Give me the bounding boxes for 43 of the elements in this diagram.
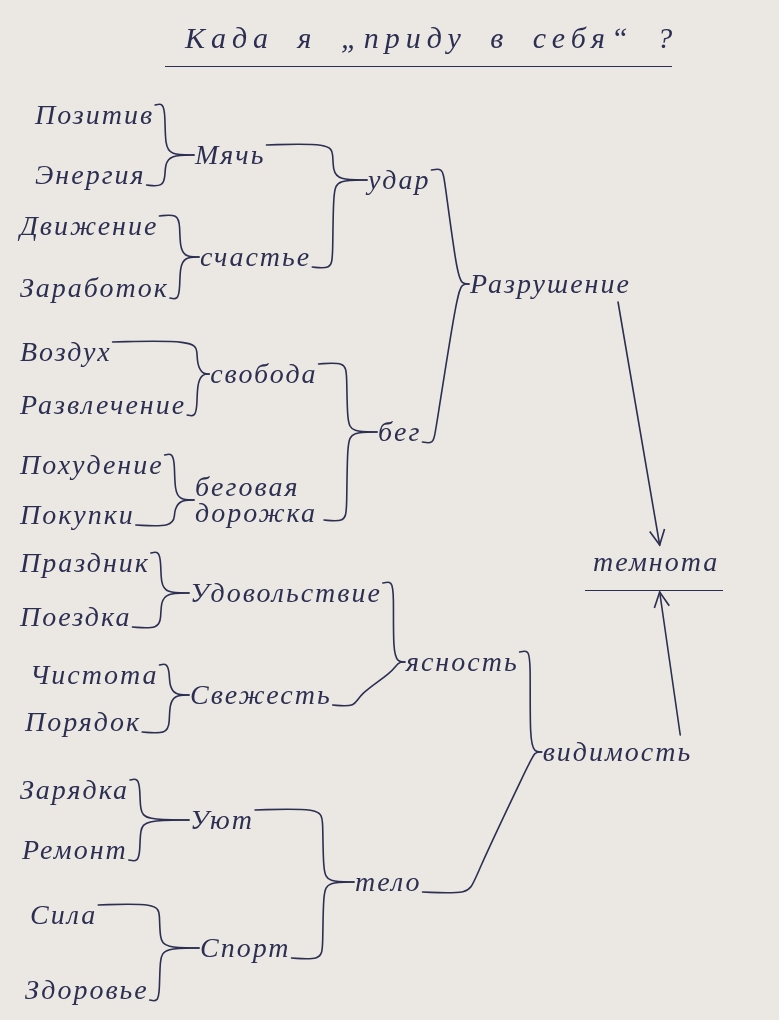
brace-arm [323,431,378,522]
concept-label: Похудение [20,449,164,481]
concept-label: Ремонт [22,834,128,866]
concept-label: Развлечение [20,389,187,421]
concept-label: Праздник [20,547,150,579]
title-heading: Када я „приду в себя“ ? [165,20,672,67]
concept-label: счастье [200,241,312,273]
concept-label: видимость [542,736,693,768]
concept-label: тело [355,866,422,898]
concept-label: Заработок [20,272,169,304]
brace-arm [421,751,543,894]
concept-label: Зарядка [20,774,130,806]
brace-arm [141,694,190,734]
brace-arm [290,881,355,960]
concept-label: Покупки [20,499,135,531]
concept-label: Спорт [200,932,291,964]
concept-label: беговая дорожка [195,474,323,526]
concept-label: Порядок [25,706,142,738]
concept-label: Сила [30,899,98,931]
arrow [653,591,682,736]
concept-label: Свежесть [190,679,332,711]
concept-label: Движение [20,210,159,242]
underlined-label: темнота [585,546,724,591]
brace-arm [145,154,195,187]
concept-label: Чистота [30,659,159,691]
brace-arm [311,179,368,269]
concept-label: Воздух [20,336,112,368]
concept-label: Мячь [195,139,266,171]
concept-label: Здоровье [25,974,149,1006]
concept-label: Энергия [35,159,146,191]
brace-arm [148,947,200,1002]
concept-label: Удовольствие [190,577,382,609]
concept-label: ясность [405,646,519,678]
concept-label: Разрушение [470,268,631,300]
brace-arm [331,661,406,707]
brace-arm [131,592,190,629]
concept-label: Уют [190,804,255,836]
concept-label: свобода [210,358,318,390]
arrow [617,301,666,546]
brace-arm [135,499,195,527]
concept-label: бег [378,416,422,448]
concept-label: Позитив [35,99,155,131]
concept-label: Поездка [20,601,132,633]
